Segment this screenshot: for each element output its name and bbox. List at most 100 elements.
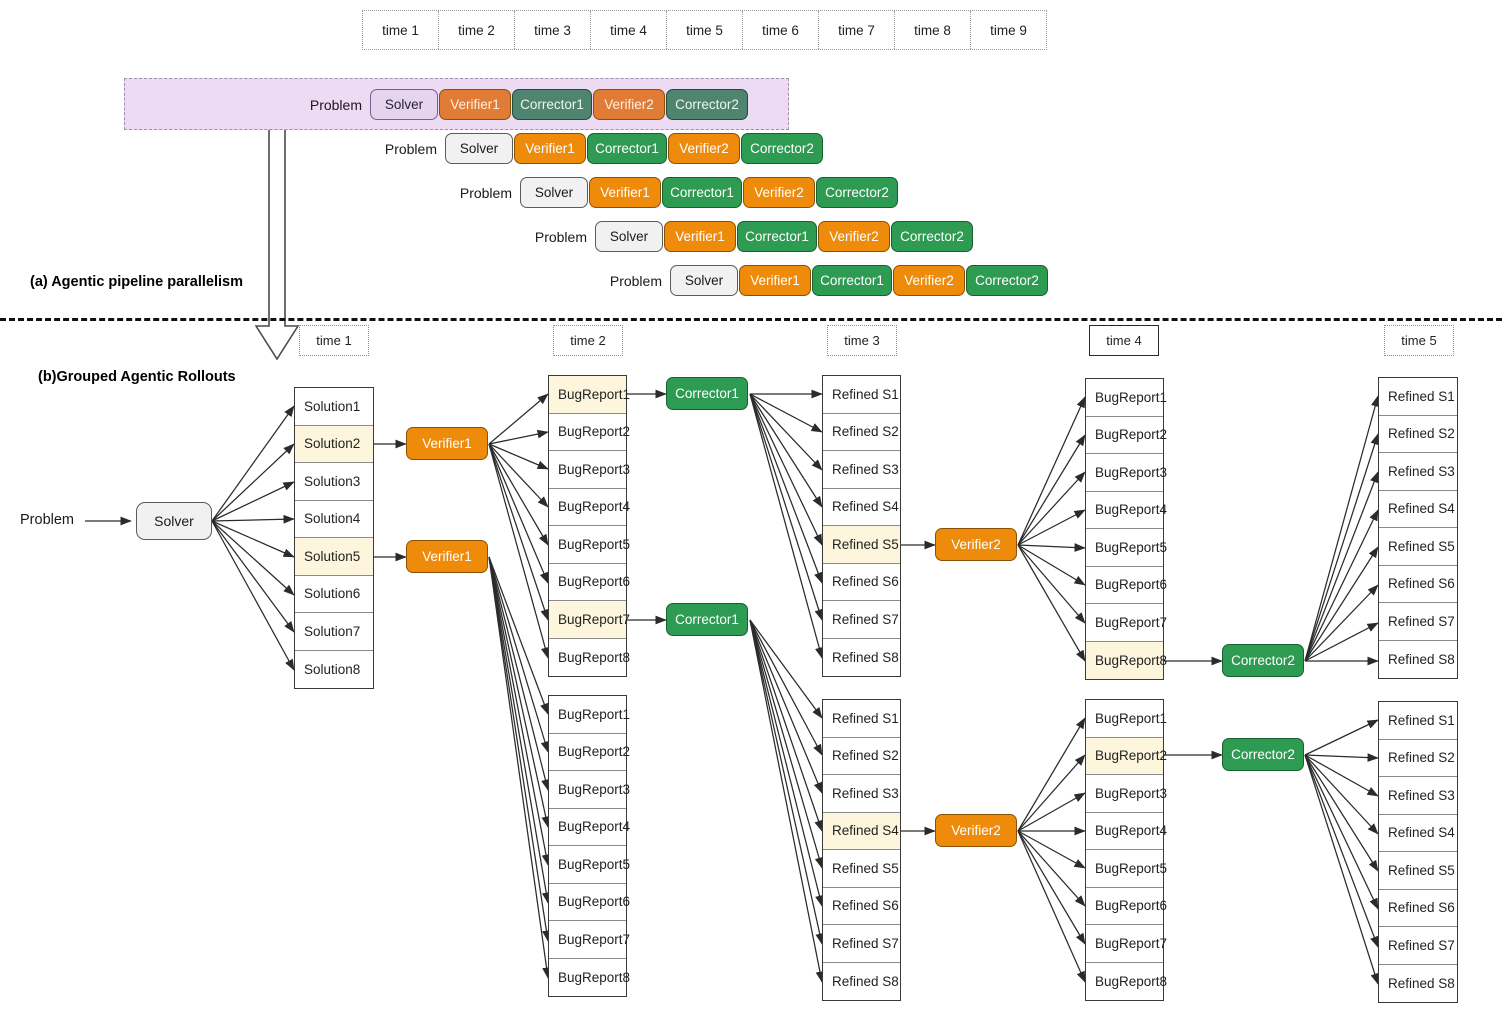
list-item[interactable]: Solution1 bbox=[295, 388, 373, 426]
list-item[interactable]: BugReport2 bbox=[1086, 737, 1167, 775]
list-item[interactable]: Refined S3 bbox=[823, 451, 900, 489]
list-item[interactable]: Refined S7 bbox=[1379, 603, 1457, 641]
list-item[interactable]: Refined S4 bbox=[823, 812, 900, 850]
list-item[interactable]: Refined S5 bbox=[823, 850, 900, 888]
pipeline-stage-corrector1[interactable]: Corrector1 bbox=[662, 177, 742, 208]
pipeline-stage-verifier2[interactable]: Verifier2 bbox=[893, 265, 965, 296]
list-item[interactable]: Refined S2 bbox=[1379, 416, 1457, 453]
list-item[interactable]: Refined S5 bbox=[1379, 528, 1457, 566]
list-item[interactable]: BugReport8 bbox=[558, 649, 631, 665]
list-item[interactable]: BugReport4 bbox=[549, 489, 630, 526]
pipeline-stage-solver[interactable]: Solver bbox=[520, 177, 588, 208]
corrector1-node-bottom[interactable]: Corrector1 bbox=[666, 603, 748, 636]
pipeline-stage-solver[interactable]: Solver bbox=[670, 265, 738, 296]
list-item[interactable]: Refined S1 bbox=[1379, 378, 1457, 416]
list-item[interactable]: Refined S6 bbox=[823, 564, 900, 601]
list-item[interactable]: Refined S8 bbox=[832, 973, 899, 989]
list-item[interactable]: BugReport1 bbox=[1086, 379, 1167, 417]
pipeline-stage-verifier1[interactable]: Verifier1 bbox=[589, 177, 661, 208]
pipeline-stage-verifier2[interactable]: Verifier2 bbox=[593, 89, 665, 120]
list-item[interactable]: BugReport4 bbox=[1086, 813, 1167, 850]
list-item[interactable]: BugReport2 bbox=[549, 734, 630, 771]
list-item[interactable]: Solution8 bbox=[304, 661, 361, 677]
list-item[interactable]: Refined S7 bbox=[823, 601, 900, 639]
list-item[interactable]: Refined S1 bbox=[823, 376, 900, 414]
list-item[interactable]: Refined S4 bbox=[823, 489, 900, 526]
list-item[interactable]: BugReport7 bbox=[1086, 925, 1167, 963]
list-item[interactable]: BugReport6 bbox=[1086, 567, 1167, 604]
list-item[interactable]: BugReport3 bbox=[1086, 775, 1167, 813]
list-item[interactable]: BugReport3 bbox=[549, 771, 630, 809]
list-item[interactable]: Refined S2 bbox=[1379, 740, 1457, 777]
list-item[interactable]: BugReport2 bbox=[549, 414, 630, 451]
list-item[interactable]: BugReport5 bbox=[1086, 529, 1167, 567]
pipeline-stage-corrector1[interactable]: Corrector1 bbox=[587, 133, 667, 164]
list-item[interactable]: Solution2 bbox=[295, 425, 373, 463]
pipeline-stage-corrector2[interactable]: Corrector2 bbox=[966, 265, 1048, 296]
list-item[interactable]: Refined S1 bbox=[823, 700, 900, 738]
list-item[interactable]: Solution3 bbox=[295, 463, 373, 501]
pipeline-stage-solver[interactable]: Solver bbox=[595, 221, 663, 252]
verifier2-node-top[interactable]: Verifier2 bbox=[935, 528, 1017, 561]
corrector2-node-bottom[interactable]: Corrector2 bbox=[1222, 738, 1304, 771]
list-item[interactable]: BugReport1 bbox=[549, 376, 630, 414]
list-item[interactable]: BugReport4 bbox=[1086, 492, 1167, 529]
list-item[interactable]: BugReport6 bbox=[549, 564, 630, 601]
pipeline-stage-corrector1[interactable]: Corrector1 bbox=[512, 89, 592, 120]
list-item[interactable]: Refined S6 bbox=[823, 888, 900, 925]
list-item[interactable]: Refined S7 bbox=[823, 925, 900, 963]
pipeline-stage-verifier1[interactable]: Verifier1 bbox=[439, 89, 511, 120]
list-item[interactable]: BugReport2 bbox=[1086, 417, 1167, 454]
pipeline-stage-verifier2[interactable]: Verifier2 bbox=[818, 221, 890, 252]
list-item[interactable]: Refined S6 bbox=[1379, 566, 1457, 603]
list-item[interactable]: Refined S7 bbox=[1379, 927, 1457, 965]
list-item[interactable]: BugReport8 bbox=[1095, 973, 1168, 989]
list-item[interactable]: BugReport5 bbox=[549, 846, 630, 884]
pipeline-stage-solver[interactable]: Solver bbox=[445, 133, 513, 164]
list-item[interactable]: Refined S2 bbox=[823, 414, 900, 451]
list-item[interactable]: BugReport8 bbox=[558, 969, 631, 985]
list-item[interactable]: Refined S6 bbox=[1379, 890, 1457, 927]
list-item[interactable]: Solution7 bbox=[295, 613, 373, 651]
list-item[interactable]: Refined S8 bbox=[1388, 975, 1455, 991]
pipeline-stage-corrector2[interactable]: Corrector2 bbox=[891, 221, 973, 252]
list-item[interactable]: Refined S3 bbox=[1379, 777, 1457, 815]
pipeline-stage-corrector1[interactable]: Corrector1 bbox=[737, 221, 817, 252]
pipeline-stage-verifier1[interactable]: Verifier1 bbox=[514, 133, 586, 164]
pipeline-stage-corrector1[interactable]: Corrector1 bbox=[812, 265, 892, 296]
list-item[interactable]: BugReport5 bbox=[1086, 850, 1167, 888]
corrector2-node-top[interactable]: Corrector2 bbox=[1222, 644, 1304, 677]
verifier1-node-top[interactable]: Verifier1 bbox=[406, 427, 488, 460]
list-item[interactable]: Refined S4 bbox=[1379, 491, 1457, 528]
list-item[interactable]: BugReport6 bbox=[1086, 888, 1167, 925]
list-item[interactable]: Refined S3 bbox=[1379, 453, 1457, 491]
list-item[interactable]: Refined S8 bbox=[1388, 651, 1455, 667]
pipeline-stage-verifier1[interactable]: Verifier1 bbox=[739, 265, 811, 296]
list-item[interactable]: Refined S2 bbox=[823, 738, 900, 775]
pipeline-stage-verifier2[interactable]: Verifier2 bbox=[743, 177, 815, 208]
pipeline-stage-corrector2[interactable]: Corrector2 bbox=[666, 89, 748, 120]
list-item[interactable]: Refined S4 bbox=[1379, 815, 1457, 852]
list-item[interactable]: Solution5 bbox=[295, 538, 373, 576]
list-item[interactable]: BugReport7 bbox=[549, 601, 630, 639]
list-item[interactable]: BugReport5 bbox=[549, 526, 630, 564]
pipeline-stage-verifier1[interactable]: Verifier1 bbox=[664, 221, 736, 252]
list-item[interactable]: BugReport1 bbox=[1086, 700, 1167, 738]
list-item[interactable]: BugReport3 bbox=[1086, 454, 1167, 492]
corrector1-node-top[interactable]: Corrector1 bbox=[666, 377, 748, 410]
list-item[interactable]: Refined S1 bbox=[1379, 702, 1457, 740]
list-item[interactable]: BugReport7 bbox=[549, 921, 630, 959]
list-item[interactable]: BugReport4 bbox=[549, 809, 630, 846]
list-item[interactable]: Refined S8 bbox=[832, 649, 899, 665]
list-item[interactable]: BugReport8 bbox=[1086, 641, 1167, 679]
list-item[interactable]: Refined S5 bbox=[823, 526, 900, 564]
list-item[interactable]: Refined S5 bbox=[1379, 852, 1457, 890]
list-item[interactable]: Solution6 bbox=[295, 576, 373, 613]
solver-node[interactable]: Solver bbox=[136, 502, 212, 540]
pipeline-stage-corrector2[interactable]: Corrector2 bbox=[816, 177, 898, 208]
list-item[interactable]: BugReport6 bbox=[549, 884, 630, 921]
list-item[interactable]: Solution4 bbox=[295, 501, 373, 538]
verifier1-node-bottom[interactable]: Verifier1 bbox=[406, 540, 488, 573]
verifier2-node-bottom[interactable]: Verifier2 bbox=[935, 814, 1017, 847]
list-item[interactable]: Refined S3 bbox=[823, 775, 900, 813]
